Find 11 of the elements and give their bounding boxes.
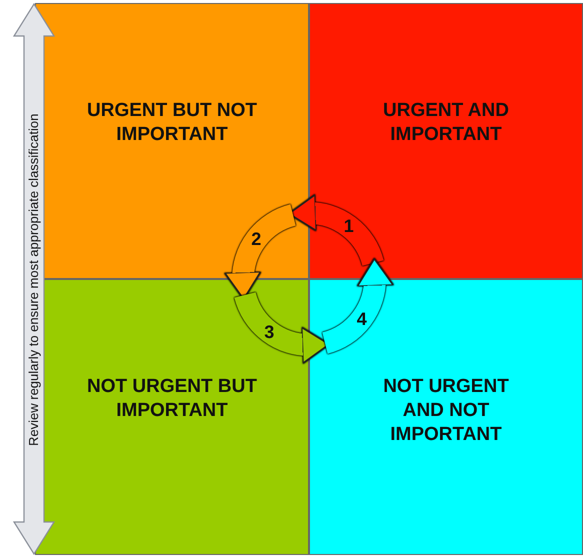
- edge-label: 2: [251, 230, 262, 248]
- quadrant-box: [309, 279, 583, 555]
- quadrant-box: [309, 3, 583, 279]
- quadrant-label: NOT URGENT BUT IMPORTANT: [87, 375, 257, 423]
- edge-label: 4: [356, 310, 367, 328]
- note-text: Review regularly to ensure most appropriate classification: [26, 112, 42, 448]
- edge-label: 1: [344, 217, 354, 236]
- quadrant-label: URGENT BUT NOT IMPORTANT: [87, 99, 257, 147]
- edge-label: 3: [264, 322, 274, 341]
- quadrant-label: URGENT AND IMPORTANT: [382, 99, 510, 147]
- quadrant-label: NOT URGENT AND NOT IMPORTANT: [382, 375, 510, 447]
